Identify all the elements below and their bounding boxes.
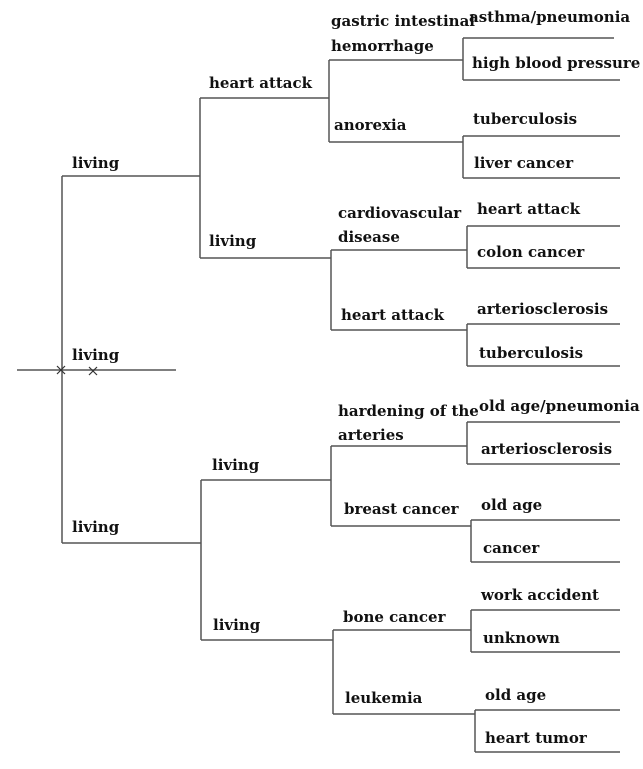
top-upper-b-leaf-1: tuberculosis bbox=[473, 110, 577, 128]
bottom-lower-label: living bbox=[213, 616, 261, 634]
node-middle-label: living bbox=[72, 346, 120, 364]
bottom-upper-label: living bbox=[212, 456, 260, 474]
node-top-label: living bbox=[72, 154, 120, 172]
bottom-lower-b-leaf-1: old age bbox=[485, 686, 546, 704]
bottom-upper-a-leaf-2: arteriosclerosis bbox=[481, 440, 612, 458]
bottom-upper-b-label: breast cancer bbox=[344, 500, 460, 518]
bottom-upper-a-leaf-1: old age/pneumonia bbox=[479, 397, 640, 415]
top-lower-b-leaf-2: tuberculosis bbox=[479, 344, 583, 362]
top-upper-a-label-2: hemorrhage bbox=[331, 37, 434, 55]
top-lower-b-label: heart attack bbox=[341, 306, 445, 324]
bottom-lower-a-label: bone cancer bbox=[343, 608, 447, 626]
top-upper-a-leaf-1: asthma/pneumonia bbox=[469, 8, 630, 26]
bottom-upper-a-label-2: arteries bbox=[338, 426, 404, 444]
top-lower-a-label-1: cardiovascular bbox=[338, 204, 462, 222]
root-cross-marks bbox=[56, 365, 98, 376]
top-upper-label: heart attack bbox=[209, 74, 313, 92]
top-lower-b-leaf-1: arteriosclerosis bbox=[477, 300, 608, 318]
bottom-lower-a-leaf-1: work accident bbox=[480, 586, 599, 604]
top-upper-a-label-1: gastric intestinal bbox=[331, 12, 475, 30]
top-lower-a-leaf-1: heart attack bbox=[477, 200, 581, 218]
top-upper-b-label: anorexia bbox=[334, 116, 407, 134]
top-upper-a-leaf-2: high blood pressure bbox=[472, 54, 640, 72]
top-lower-label: living bbox=[209, 232, 257, 250]
bottom-lower-b-label: leukemia bbox=[345, 689, 423, 707]
bottom-upper-b-leaf-1: old age bbox=[481, 496, 542, 514]
node-bottom-label: living bbox=[72, 518, 120, 536]
top-upper-b-leaf-2: liver cancer bbox=[474, 154, 574, 172]
bottom-lower-b-leaf-2: heart tumor bbox=[485, 729, 588, 747]
top-lower-a-label-2: disease bbox=[338, 228, 400, 246]
top-lower-a-leaf-2: colon cancer bbox=[477, 243, 585, 261]
bottom-upper-b-leaf-2: cancer bbox=[483, 539, 540, 557]
bottom-upper-a-label-1: hardening of the bbox=[338, 402, 479, 420]
bottom-lower-a-leaf-2: unknown bbox=[483, 629, 560, 647]
